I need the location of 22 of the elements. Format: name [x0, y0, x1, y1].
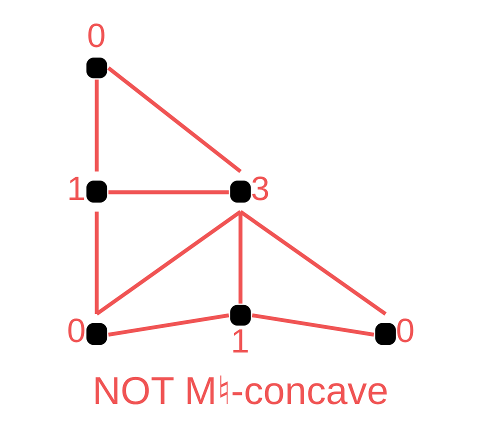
node-label: 1	[230, 323, 250, 360]
node-label: 1	[66, 170, 86, 208]
node-circle	[86, 57, 107, 78]
connector	[94, 211, 98, 314]
node-label: 0	[86, 17, 106, 54]
connector	[238, 211, 242, 304]
connector	[95, 210, 242, 316]
connector	[251, 312, 374, 336]
node-label: 0	[395, 312, 414, 350]
node-label: 3	[250, 170, 270, 208]
caption: NOT M♮-concave	[92, 369, 388, 412]
node-circle	[374, 322, 396, 345]
connector	[238, 210, 386, 316]
node-circle	[86, 322, 107, 345]
node-circle	[86, 180, 107, 202]
connector	[108, 190, 228, 194]
connector	[106, 66, 242, 173]
node-circle	[230, 180, 250, 202]
node-circle	[230, 304, 250, 326]
node-label: 0	[66, 312, 86, 350]
connector	[94, 79, 98, 172]
connector	[108, 312, 229, 336]
